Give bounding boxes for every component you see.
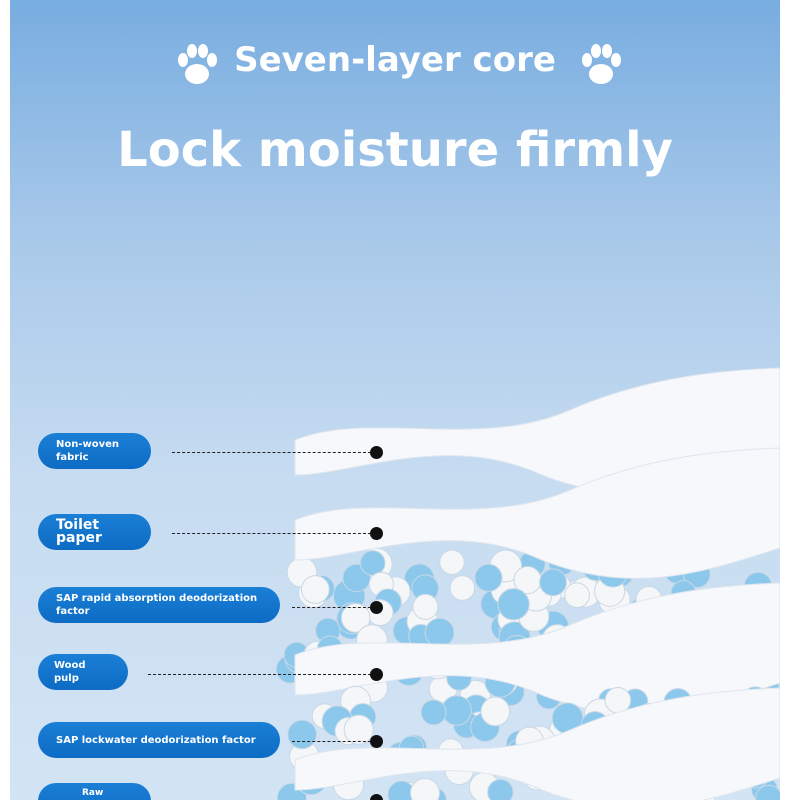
bead <box>497 588 530 621</box>
leader-dot <box>370 735 383 748</box>
bead <box>420 699 447 726</box>
layer-label-toilet-paper: Toilet paper <box>38 514 151 550</box>
bead <box>480 696 511 727</box>
leader-dot <box>370 668 383 681</box>
bead <box>487 778 514 800</box>
bead <box>439 549 465 575</box>
leader-dot <box>370 601 383 614</box>
bead <box>412 593 439 620</box>
bead <box>340 603 371 633</box>
leader-line <box>172 452 376 453</box>
paw-icon <box>178 44 217 84</box>
leader-line <box>292 607 376 608</box>
bead <box>474 563 503 592</box>
bead <box>564 582 590 609</box>
leader-line <box>292 741 376 742</box>
leader-line <box>148 674 376 675</box>
subtitle: Seven-layer core <box>234 40 556 80</box>
bead <box>359 550 386 576</box>
bead <box>343 714 374 745</box>
bead <box>424 617 455 648</box>
bead <box>287 719 317 750</box>
leader-dot <box>370 527 383 540</box>
paw-icon <box>582 44 621 84</box>
bead <box>539 568 567 597</box>
bead <box>409 777 441 800</box>
leader-line <box>172 533 376 534</box>
layer-sheet <box>294 582 780 714</box>
bead <box>755 784 780 800</box>
bead <box>449 575 476 601</box>
leader-dot <box>370 794 383 800</box>
layer-illustration <box>275 367 780 800</box>
layer-sheet <box>294 447 780 579</box>
bead <box>300 575 330 604</box>
page-title: Lock moisture firmly <box>117 122 673 178</box>
layer-label-raw-paper: Raw Paper <box>38 783 151 800</box>
layer-sheet <box>294 687 780 800</box>
layer-label-non-woven: Non-woven fabric <box>38 433 151 469</box>
layer-label-wood-pulp: Wood pulp <box>38 654 128 690</box>
leader-dot <box>370 446 383 459</box>
layer-label-sap-rapid: SAP rapid absorption deodorization facto… <box>38 587 280 623</box>
layer-label-sap-lockwater: SAP lockwater deodorization factor <box>38 722 280 758</box>
product-graphic: Seven-layer core Lock moisture firmly No… <box>10 0 780 800</box>
